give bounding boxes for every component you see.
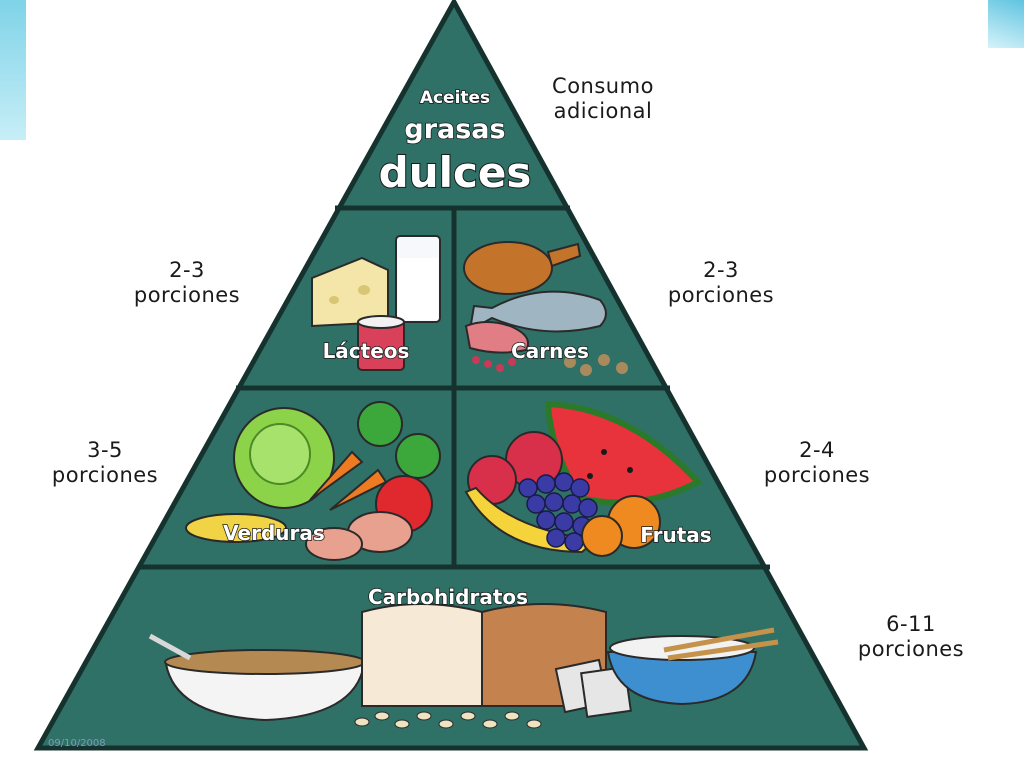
top-tier-label-fats: grasas [404, 114, 505, 145]
carbohydrates-illustration [148, 603, 779, 729]
annotation-vegetables-line1: 3-5 [87, 438, 123, 462]
annotation-fruits: 2-4 porciones [742, 438, 892, 488]
annotation-dairy-line1: 2-3 [169, 258, 205, 282]
corn-icon [185, 513, 287, 543]
annotation-carbohydrates-line2: porciones [857, 637, 965, 661]
annotation-carbohydrates-line1: 6-11 [886, 612, 936, 636]
tier-label-carbohydrates: Carbohidratos [368, 585, 528, 609]
pasta-icon [354, 711, 542, 729]
bread-loaf-icon [361, 603, 483, 707]
broccoli-icon [357, 401, 403, 447]
vegetables-illustration [185, 401, 441, 561]
roast-chicken-icon [463, 241, 553, 295]
carrot-icon [309, 450, 364, 501]
annotation-meat-line1: 2-3 [703, 258, 739, 282]
slide-decoration-right [988, 0, 1024, 48]
annotation-vegetables: 3-5 porciones [30, 438, 180, 488]
annotation-meat-line2: porciones [667, 283, 775, 307]
tier-label-dairy: Lácteos [323, 339, 410, 363]
tier-label-vegetables: Verduras [223, 521, 325, 545]
fruits-illustration [464, 400, 703, 557]
steak-icon [464, 321, 529, 354]
pyramid-shape [33, 0, 869, 751]
chopsticks-icon [663, 627, 775, 653]
meat-illustration [463, 241, 628, 376]
top-tier-label-sweets: dulces [379, 148, 532, 197]
annotation-fruits-line2: porciones [763, 463, 871, 487]
annotation-dairy-line2: porciones [133, 283, 241, 307]
annotation-vegetables-line2: porciones [51, 463, 159, 487]
cheese-icon [311, 256, 389, 328]
cereal-bowl-icon [164, 663, 366, 722]
slide-decoration-left [0, 0, 26, 140]
fish-icon [468, 290, 607, 333]
annotation-top-line2: adicional [553, 99, 653, 123]
annotation-meat: 2-3 porciones [646, 258, 796, 308]
annotation-top-tier: Consumo adicional [528, 74, 678, 124]
tier-label-fruits: Frutas [640, 523, 711, 547]
footer-date: 09/10/2008 [48, 738, 106, 749]
rice-bowl-icon [606, 651, 758, 706]
annotation-dairy: 2-3 porciones [112, 258, 262, 308]
annotation-top-line1: Consumo [552, 74, 654, 98]
top-tier-label-oils: Aceites [420, 88, 490, 108]
annotation-fruits-line1: 2-4 [799, 438, 835, 462]
grapes-icon [518, 472, 598, 552]
annotation-carbohydrates: 6-11 porciones [836, 612, 986, 662]
dairy-illustration [311, 235, 441, 371]
tier-label-meat: Carnes [511, 339, 589, 363]
